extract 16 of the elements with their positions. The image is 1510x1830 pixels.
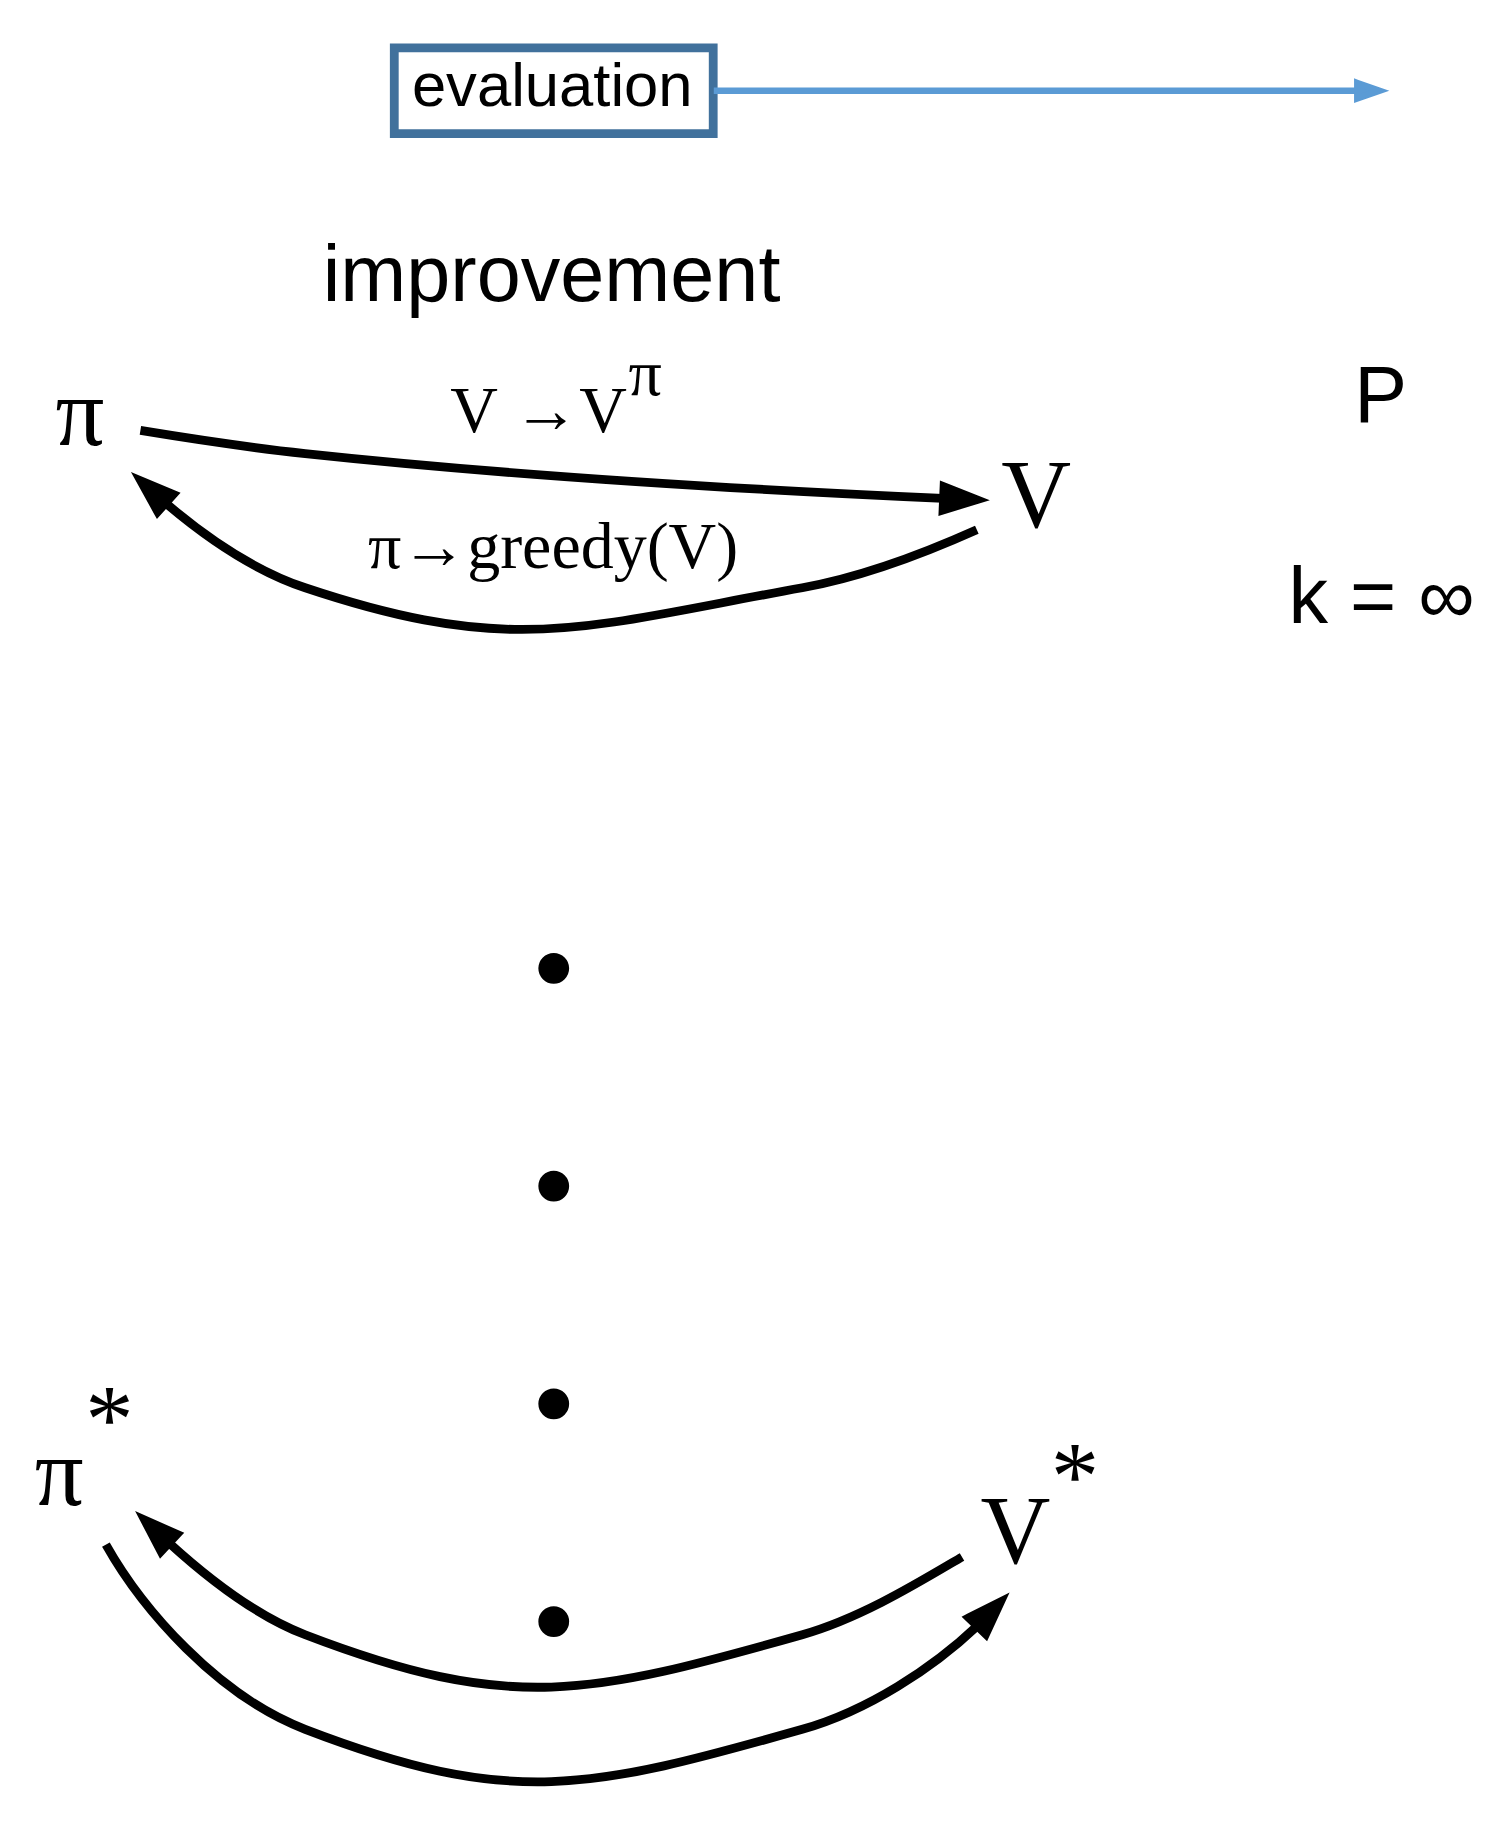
label: P (1354, 350, 1408, 440)
arrow (130, 472, 979, 634)
arrow (102, 1542, 1010, 1786)
arrow (135, 1511, 965, 1692)
node-box: evaluation (389, 43, 718, 138)
node-circle (538, 1606, 570, 1637)
node-text: π (55, 359, 105, 467)
arrow (139, 426, 990, 516)
label: improvement (322, 229, 781, 319)
edge-label: π→greedy(V) (367, 508, 739, 582)
node-circle (538, 1388, 570, 1420)
node-circle (538, 952, 570, 984)
arrow (713, 78, 1390, 104)
node-text: V (1001, 440, 1072, 548)
label: k = ∞ (1288, 550, 1475, 640)
node-circle (538, 1170, 570, 1202)
